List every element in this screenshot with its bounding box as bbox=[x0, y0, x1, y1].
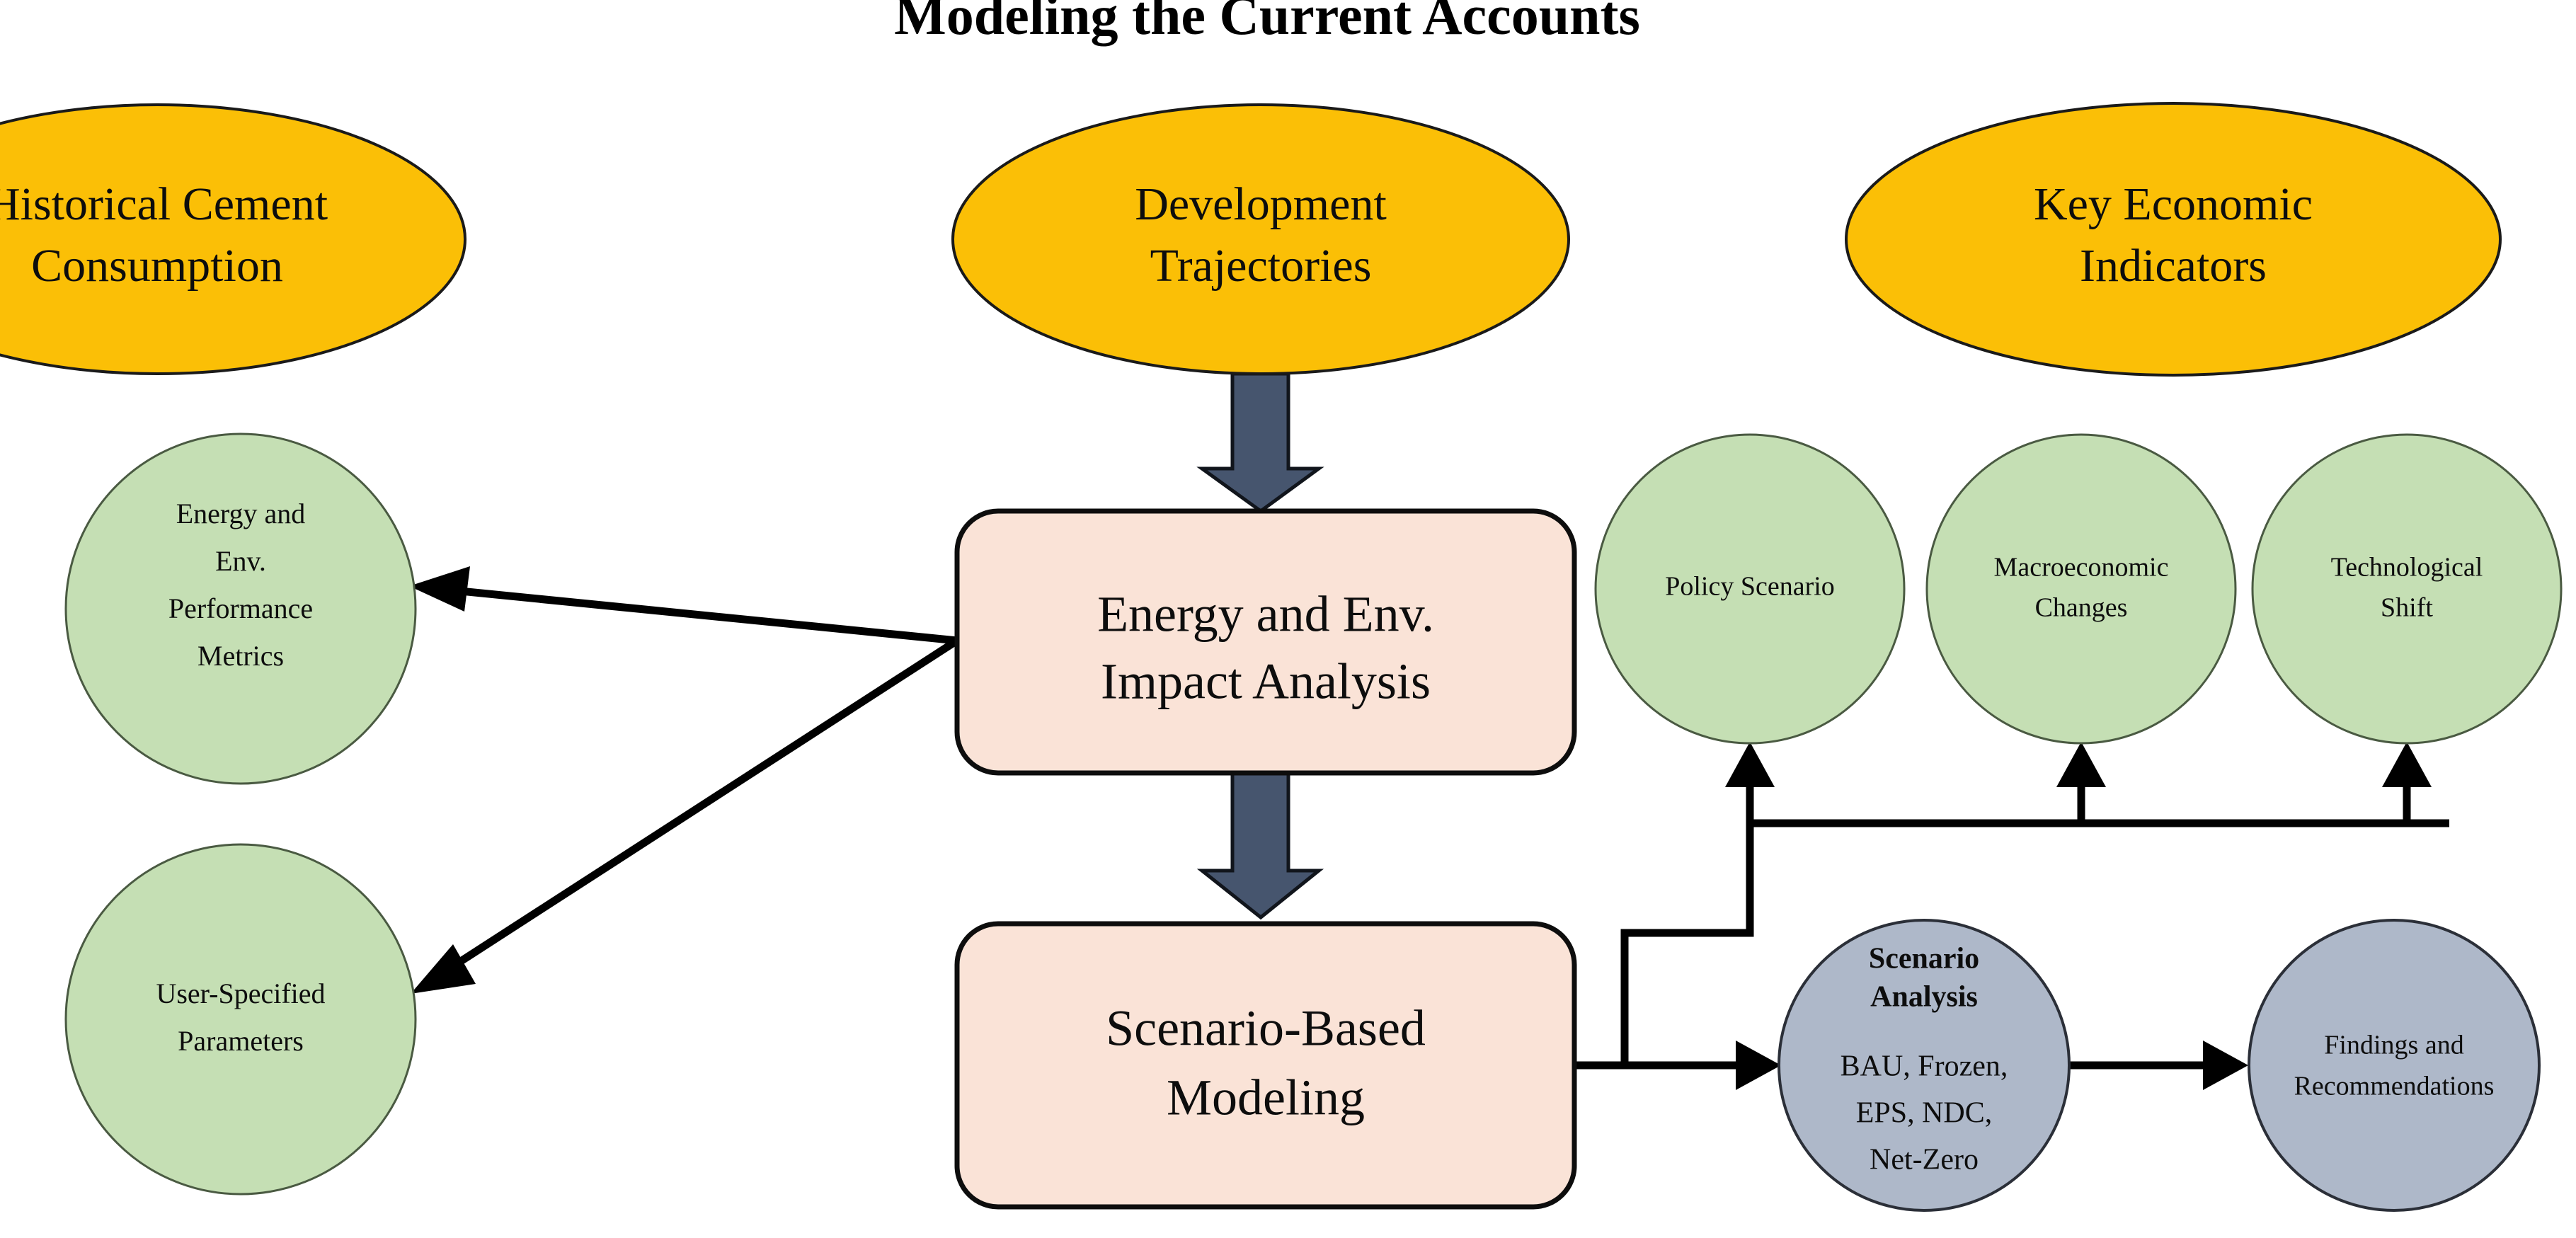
impact-line-2: Impact Analysis bbox=[1101, 653, 1431, 710]
tech-line-2: Shift bbox=[2381, 593, 2433, 623]
connector-impact-to-metrics bbox=[409, 566, 958, 645]
indicators-line-1: Key Economic bbox=[2034, 178, 2313, 230]
node-historical-cement-consumption[interactable]: Historical Cement Consumption bbox=[0, 103, 466, 375]
node-technological-shift[interactable]: Technological Shift bbox=[2251, 433, 2563, 745]
parameters-line-2: Parameters bbox=[178, 1025, 304, 1057]
macro-line-2: Changes bbox=[2035, 593, 2128, 623]
connector-scenario-to-findings bbox=[2067, 1041, 2248, 1090]
modeling-line-1: Scenario-Based bbox=[1106, 1000, 1426, 1057]
historical-line-1: Historical Cement bbox=[0, 178, 328, 230]
indicators-line-2: Indicators bbox=[2080, 240, 2267, 292]
block-arrow-impact-to-modeling bbox=[1196, 769, 1324, 920]
scenario-body-2: EPS, NDC, bbox=[1856, 1097, 1993, 1130]
metrics-line-2: Env. bbox=[215, 545, 266, 577]
scenario-heading-1: Scenario bbox=[1869, 943, 1979, 975]
findings-line-2: Recommendations bbox=[2294, 1072, 2495, 1101]
node-energy-env-performance-metrics[interactable]: Energy and Env. Performance Metrics bbox=[64, 432, 417, 785]
node-key-economic-indicators[interactable]: Key Economic Indicators bbox=[1845, 102, 2502, 377]
development-line-1: Development bbox=[1135, 178, 1387, 230]
node-macroeconomic-changes[interactable]: Macroeconomic Changes bbox=[1925, 433, 2237, 745]
tech-line-1: Technological bbox=[2331, 553, 2483, 583]
scenario-body-3: Net-Zero bbox=[1870, 1144, 1979, 1176]
parameters-line-1: User-Specified bbox=[156, 978, 325, 1009]
block-arrow-trajectories-to-impact bbox=[1196, 372, 1324, 514]
historical-line-2: Consumption bbox=[31, 240, 283, 292]
node-scenario-based-modeling[interactable]: Scenario-Based Modeling bbox=[954, 921, 1577, 1210]
impact-line-1: Energy and Env. bbox=[1097, 586, 1434, 643]
scenario-heading-2: Analysis bbox=[1870, 981, 1978, 1014]
metrics-line-3: Performance bbox=[168, 592, 313, 624]
node-scenario-analysis[interactable]: Scenario Analysis BAU, Frozen, EPS, NDC,… bbox=[1778, 919, 2071, 1212]
node-findings-and-recommendations[interactable]: Findings and Recommendations bbox=[2248, 919, 2541, 1212]
node-policy-scenario[interactable]: Policy Scenario bbox=[1594, 433, 1906, 745]
development-line-2: Trajectories bbox=[1150, 240, 1372, 292]
findings-line-1: Findings and bbox=[2324, 1031, 2463, 1060]
node-energy-env-impact-analysis[interactable]: Energy and Env. Impact Analysis bbox=[954, 508, 1577, 776]
node-user-specified-parameters[interactable]: User-Specified Parameters bbox=[64, 843, 417, 1196]
connector-impact-to-parameters bbox=[411, 637, 959, 994]
metrics-line-4: Metrics bbox=[198, 640, 284, 672]
connector-modeling-to-scenario bbox=[1573, 1041, 1781, 1090]
scenario-body-1: BAU, Frozen, bbox=[1841, 1050, 2008, 1083]
macro-line-1: Macroeconomic bbox=[1994, 553, 2169, 583]
policy-line-1: Policy Scenario bbox=[1665, 572, 1835, 602]
modeling-line-2: Modeling bbox=[1167, 1070, 1365, 1126]
connector-feedback-bus bbox=[1620, 742, 2449, 1065]
metrics-line-1: Energy and bbox=[176, 498, 306, 529]
page-title: Modeling the Current Accounts bbox=[894, 0, 1640, 46]
node-development-trajectories[interactable]: Development Trajectories bbox=[951, 103, 1570, 375]
